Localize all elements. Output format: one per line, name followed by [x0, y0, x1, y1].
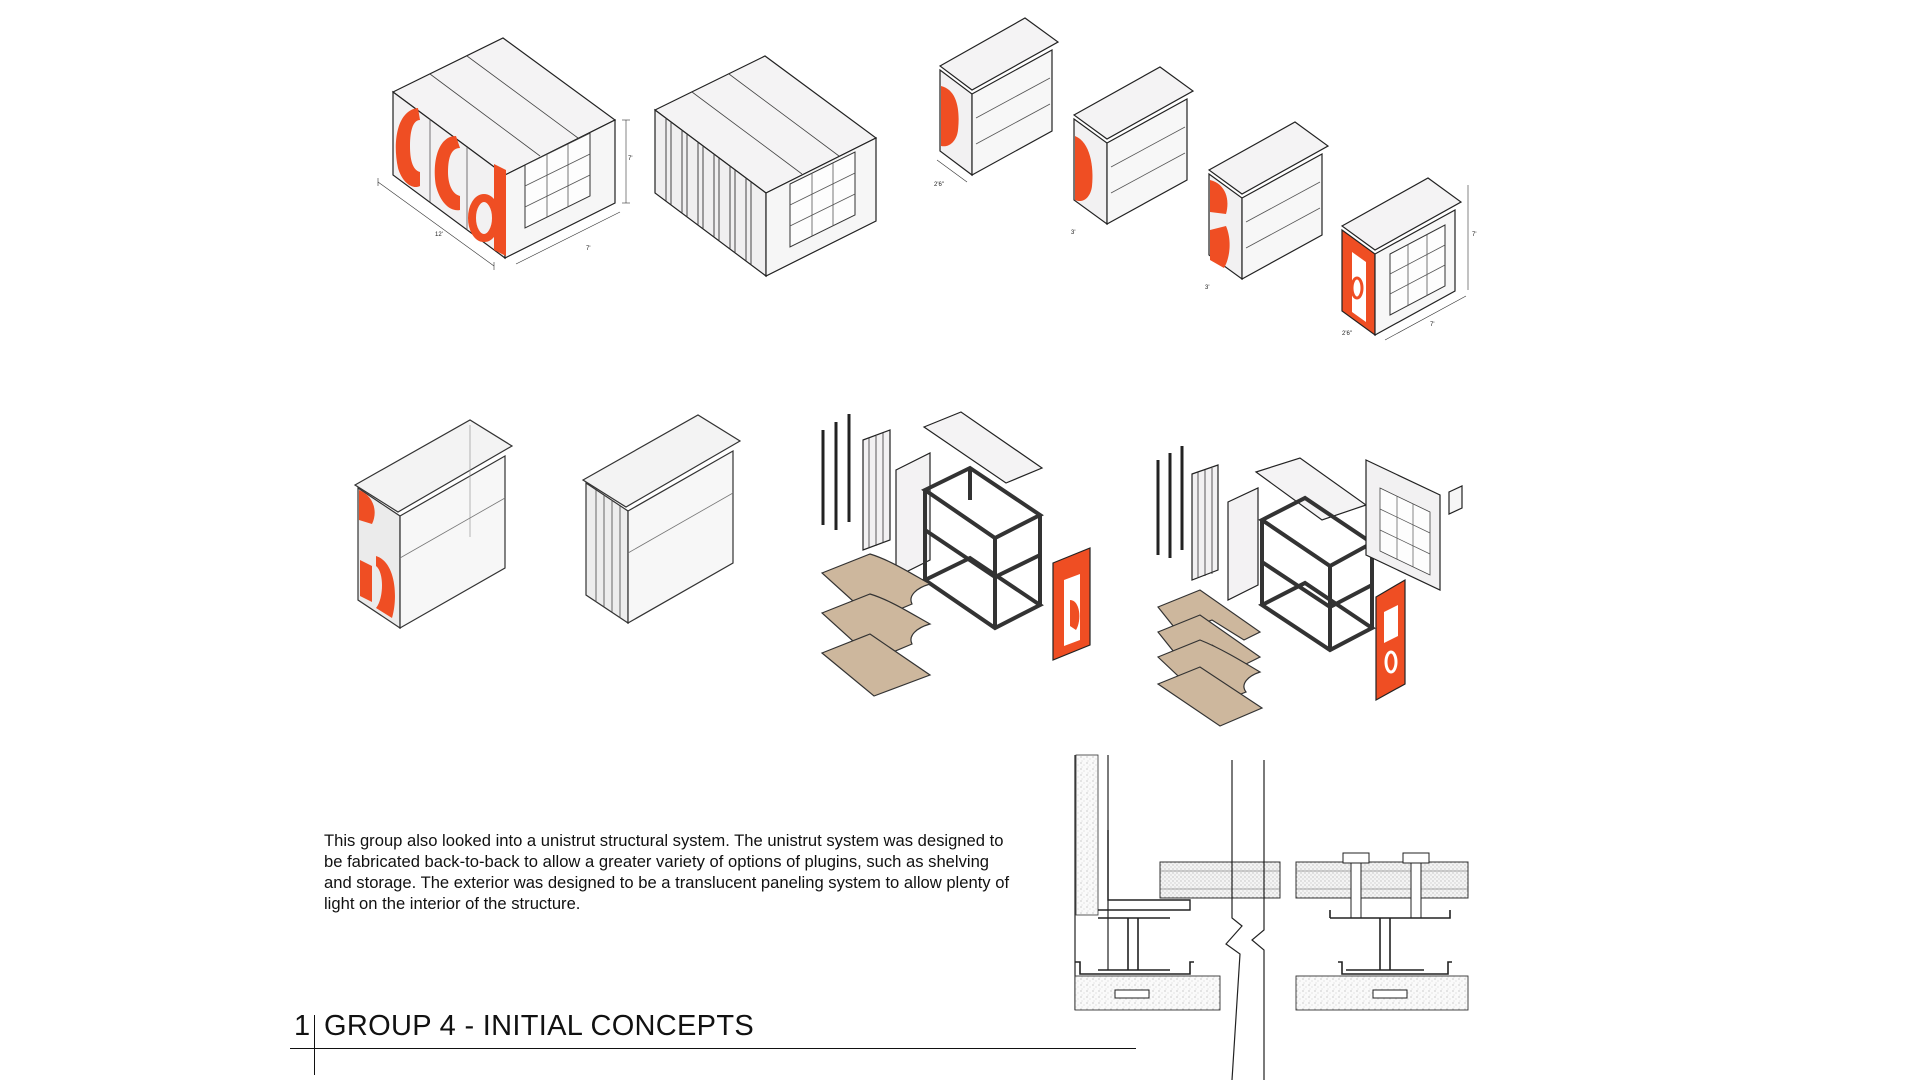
dimension-length-label: 12'	[435, 232, 443, 238]
module-a-width-label: 2'6"	[934, 182, 944, 188]
module-d-height-label: 7'	[1472, 232, 1476, 238]
wall-section-detail	[1074, 754, 1469, 1080]
kiosk-branded-view: 12' 7' 7'	[377, 37, 632, 270]
concept-description: This group also looked into a unistrut s…	[324, 831, 1010, 913]
sheet-title-block: 1 GROUP 4 - INITIAL CONCEPTS	[290, 1005, 1140, 1075]
module-c: 3'	[1205, 121, 1330, 291]
exploded-assembly-b	[1156, 446, 1463, 727]
sheet-number: 1	[294, 1010, 311, 1042]
title-underline	[290, 1048, 1136, 1049]
module-c-width-label: 3'	[1205, 285, 1209, 291]
kiosk-corrugated-view	[653, 55, 878, 278]
title-divider	[314, 1015, 315, 1075]
sheet-title: GROUP 4 - INITIAL CONCEPTS	[324, 1010, 754, 1042]
translucent-module-plain	[581, 414, 742, 625]
module-d-depth-label: 7'	[1430, 322, 1434, 328]
module-b-width-label: 3'	[1071, 230, 1075, 236]
translucent-module-branded	[353, 419, 514, 630]
dimension-height-label: 7'	[628, 156, 632, 162]
module-d: 2'6" 7' 7'	[1340, 177, 1476, 341]
dimension-depth-label: 7'	[586, 246, 590, 252]
exploded-assembly-a	[820, 411, 1091, 697]
module-a: 2'6"	[934, 17, 1060, 188]
module-b: 3'	[1071, 66, 1195, 236]
module-d-width-label: 2'6"	[1342, 331, 1352, 337]
